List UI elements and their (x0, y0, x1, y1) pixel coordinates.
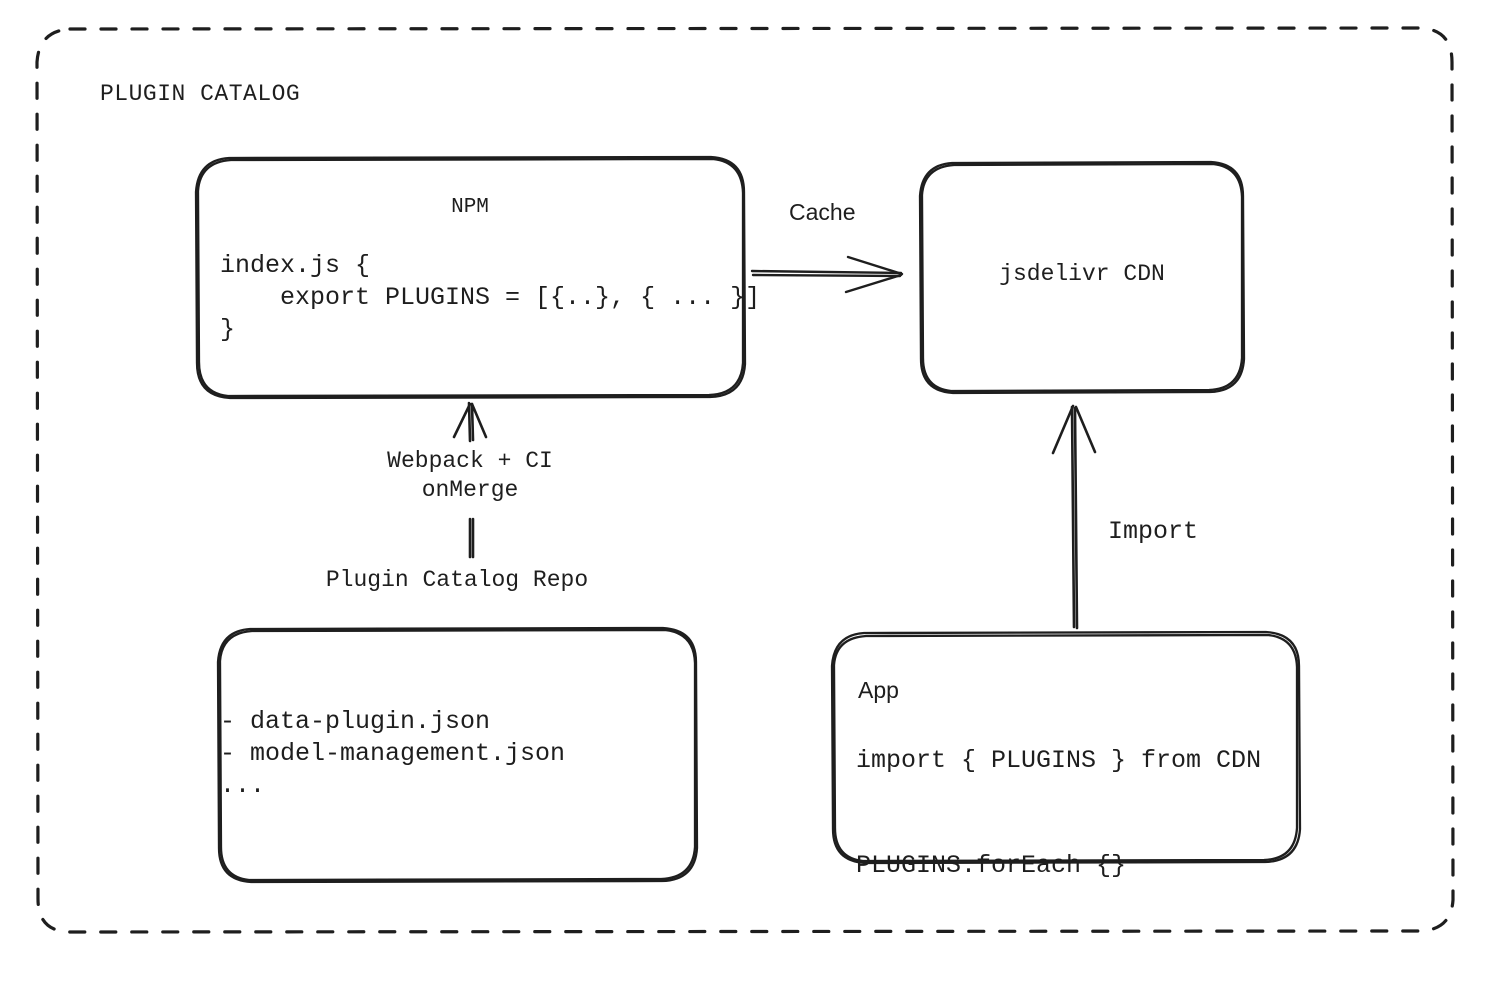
repo-file-list: - data-plugin.json - model-management.js… (220, 707, 566, 800)
repo-box-caption: Plugin Catalog Repo (325, 567, 589, 593)
app-box-outline (830, 630, 1302, 865)
cdn-box-outline (918, 160, 1246, 395)
plugin-catalog-frame (35, 26, 1455, 934)
npm-box-title: NPM (451, 196, 489, 219)
repo-box-outline (216, 626, 699, 884)
npm-box-outline (194, 155, 747, 400)
import-arrow (1051, 404, 1097, 630)
cache-arrow (750, 255, 904, 294)
build-arrow (452, 401, 488, 559)
app-box-title: App (858, 677, 899, 703)
import-edge-label: Import (1108, 517, 1199, 546)
npm-box-code: index.js { export PLUGINS = [{..}, { ...… (220, 251, 761, 344)
app-box-code: import { PLUGINS } from CDN PLUGINS.forE… (856, 746, 1262, 880)
cdn-box-title: jsdelivr CDN (999, 261, 1165, 287)
build-edge-label: Webpack + CI onMerge (387, 448, 553, 504)
frame-title: PLUGIN CATALOG (100, 81, 301, 107)
cache-edge-label: Cache (789, 199, 856, 225)
